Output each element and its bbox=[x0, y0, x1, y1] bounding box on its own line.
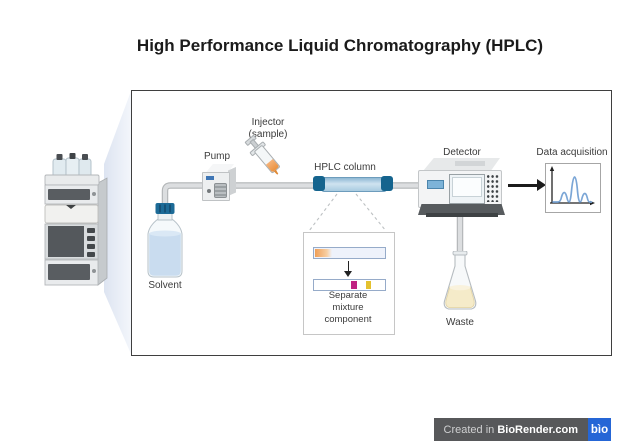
pump-label: Pump bbox=[203, 151, 231, 162]
detector-icon bbox=[418, 158, 506, 218]
detector-keypad bbox=[486, 174, 499, 202]
detector-base-shadow bbox=[426, 213, 498, 217]
column-body bbox=[321, 177, 387, 192]
column-end-cap-right bbox=[381, 176, 393, 191]
pump-top-face bbox=[205, 164, 234, 173]
detector-base bbox=[418, 204, 505, 215]
column-band-after bbox=[313, 279, 386, 291]
chromatogram-chart-icon bbox=[549, 166, 595, 206]
separation-label: Separate mixture component bbox=[324, 290, 372, 325]
waste-flask-icon bbox=[443, 251, 477, 310]
waste-label: Waste bbox=[446, 317, 474, 328]
pump-button bbox=[207, 189, 211, 193]
biorender-logo-icon: bìo bbox=[588, 418, 611, 441]
pump-icon bbox=[202, 164, 236, 201]
biorender-badge-text: Created in BioRender.com bbox=[433, 418, 588, 441]
separated-band-magenta bbox=[351, 281, 357, 289]
biorender-badge-link[interactable]: Created in BioRender.com bìo bbox=[433, 418, 611, 441]
solvent-bottle-icon bbox=[147, 203, 183, 278]
biorender-brand: BioRender.com bbox=[497, 423, 578, 436]
pump-indicator bbox=[206, 176, 214, 180]
pump-front-face bbox=[202, 172, 230, 201]
signal-arrow bbox=[508, 184, 539, 187]
diagram-frame bbox=[131, 90, 612, 356]
hplc-instrument-icon bbox=[44, 153, 108, 286]
separation-arrow bbox=[347, 261, 349, 272]
zoom-beam-shape bbox=[104, 91, 131, 354]
page-title: High Performance Liquid Chromatography (… bbox=[136, 36, 544, 55]
injector-label: Injector (sample) bbox=[248, 117, 288, 140]
hplc-column-label: HPLC column bbox=[314, 162, 376, 173]
mixture-band-orange bbox=[315, 249, 332, 257]
solvent-label: Solvent bbox=[148, 280, 182, 291]
separation-arrow-head bbox=[344, 271, 352, 277]
column-end-cap-left bbox=[313, 176, 325, 191]
hplc-column-icon bbox=[313, 176, 393, 192]
signal-arrow-head bbox=[537, 179, 546, 191]
syringe-barrel bbox=[253, 144, 281, 175]
solvent-liquid bbox=[149, 233, 181, 276]
detector-front-face bbox=[418, 170, 502, 208]
pump-side-face bbox=[228, 167, 236, 196]
separated-band-yellow bbox=[366, 281, 371, 289]
detector-screen bbox=[449, 174, 485, 204]
separation-callout-box bbox=[303, 232, 395, 335]
detector-top-face bbox=[423, 158, 500, 171]
pump-knob bbox=[214, 183, 227, 198]
reservoir-bottles-icon bbox=[52, 153, 92, 178]
column-band-before bbox=[313, 247, 386, 259]
data-acquisition-label: Data acquisition bbox=[536, 147, 608, 158]
detector-label: Detector bbox=[443, 147, 481, 158]
injector-syringe-icon bbox=[243, 132, 287, 186]
data-acquisition-box bbox=[545, 163, 601, 213]
detector-indicator bbox=[427, 180, 444, 189]
